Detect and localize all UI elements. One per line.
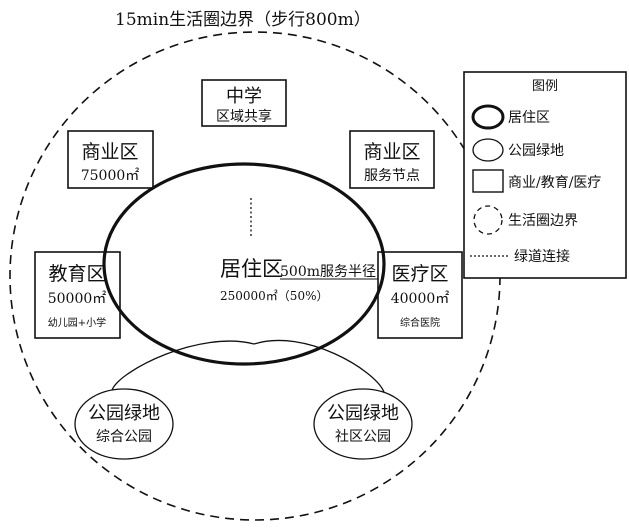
- park-left: 公园绿地 综合公园: [74, 388, 174, 460]
- legend-residential-label: 居住区: [508, 110, 550, 126]
- education-note: 幼儿园+小学: [48, 316, 106, 329]
- zone-commercial-left: 商业区 75000㎡: [67, 130, 154, 189]
- middle-school-name: 中学: [226, 86, 262, 107]
- legend-greenway-label: 绿道连接: [514, 248, 570, 265]
- legend-park-label: 公园绿地: [508, 143, 564, 159]
- zone-middle-school: 中学 区域共享: [201, 79, 287, 127]
- residential-zone: 居住区 500m服务半径 250000㎡（50%）: [102, 162, 386, 366]
- middle-school-sub: 区域共享: [216, 108, 272, 125]
- zone-education: 教育区 50000㎡ 幼儿园+小学: [34, 251, 121, 339]
- legend-residential-symbol: [471, 104, 505, 130]
- diagram-title: 15min生活圈边界（步行800m）: [115, 10, 371, 30]
- legend: 图例 居住区 公园绿地 商业/教育/医疗 生活圈边界 绿道连接: [463, 71, 627, 279]
- legend-rectangle-symbol: [472, 169, 504, 193]
- park-right-sub: 社区公园: [335, 429, 391, 445]
- zone-commercial-right: 商业区 服务节点: [349, 130, 435, 189]
- legend-park-symbol: [472, 138, 504, 162]
- education-area: 50000㎡: [48, 291, 107, 307]
- medical-name: 医疗区: [391, 263, 448, 285]
- park-connection-left: [111, 340, 255, 391]
- medical-area: 40000㎡: [391, 291, 450, 307]
- commercial-right-sub: 服务节点: [364, 168, 420, 184]
- park-right: 公园绿地 社区公园: [313, 388, 413, 460]
- legend-boundary-label: 生活圈边界: [508, 213, 578, 229]
- residential-area: 250000㎡（50%）: [220, 289, 328, 303]
- park-left-name: 公园绿地: [88, 403, 160, 424]
- legend-rectangle-label: 商业/教育/医疗: [508, 175, 601, 191]
- park-right-name: 公园绿地: [327, 403, 399, 424]
- legend-boundary-symbol: [473, 205, 503, 235]
- commercial-right-name: 商业区: [363, 141, 420, 163]
- commercial-left-sub: 75000㎡: [81, 168, 140, 184]
- education-name: 教育区: [48, 263, 105, 285]
- legend-title: 图例: [532, 79, 558, 94]
- zone-medical: 医疗区 40000㎡ 综合医院: [377, 251, 463, 339]
- park-left-sub: 综合公园: [96, 429, 152, 445]
- park-connection-right: [253, 339, 385, 393]
- commercial-left-name: 商业区: [81, 141, 138, 163]
- medical-note: 综合医院: [400, 316, 440, 329]
- residential-name: 居住区: [220, 257, 283, 281]
- residential-radius: 500m服务半径: [280, 264, 376, 280]
